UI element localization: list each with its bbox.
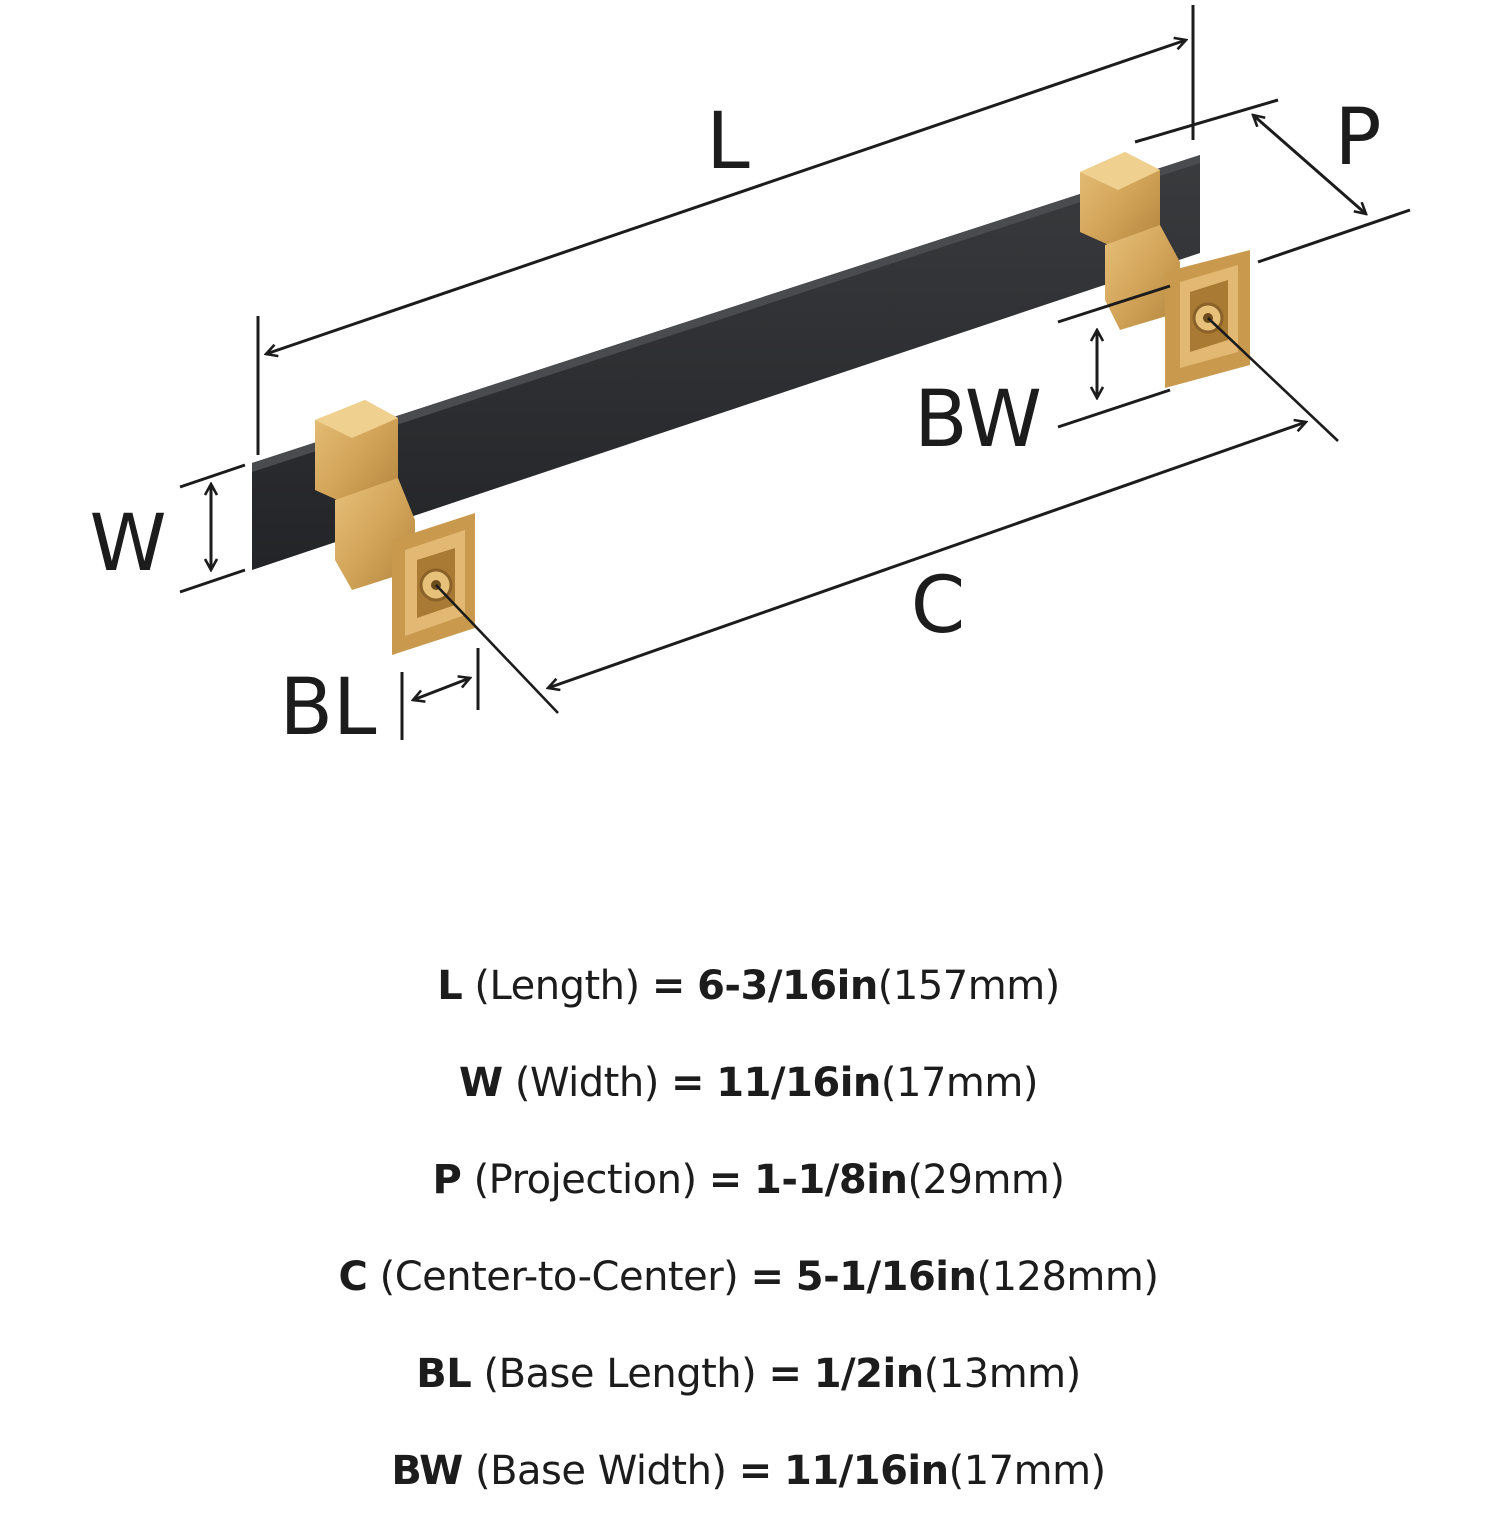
spec-value: 1/2in [813,1351,924,1397]
spec-name: (Width) [514,1060,659,1106]
dimension-lines [179,5,1411,740]
spec-name: (Length) [474,963,640,1009]
spec-eq: = [738,1448,773,1494]
spec-eq: = [671,1060,705,1106]
spec-value: 5-1/16in [795,1254,977,1300]
spec-eq: = [708,1157,743,1203]
spec-metric: (29mm) [907,1157,1065,1203]
spec-key: P [432,1157,462,1203]
spec-name: (Projection) [473,1157,698,1203]
spec-name: (Base Width) [474,1448,727,1494]
spec-key: L [437,963,463,1009]
spec-value: 11/16in [716,1060,881,1106]
spec-key: W [459,1060,503,1106]
spec-key: BL [416,1351,472,1397]
spec-row-width: W (Width) = 11/16in(17mm) [0,1035,1497,1132]
spec-name: (Center-to-Center) [379,1254,739,1300]
spec-eq: = [651,963,686,1009]
spec-eq: = [768,1351,802,1397]
spec-metric: (13mm) [923,1351,1082,1397]
label-BW: BW [914,375,1042,465]
label-BL: BL [280,663,378,753]
spec-metric: (17mm) [880,1060,1039,1106]
label-P: P [1334,93,1381,183]
spec-key: BW [391,1448,463,1494]
spec-value: 6-3/16in [697,963,878,1009]
spec-key: C [338,1254,368,1300]
left-post [315,400,475,655]
spec-row-base-width: BW (Base Width) = 11/16in(17mm) [0,1423,1497,1520]
spec-metric: (17mm) [948,1448,1107,1494]
label-L: L [706,97,750,187]
spec-value: 1-1/8in [754,1157,908,1203]
spec-row-projection: P (Projection) = 1-1/8in(29mm) [0,1132,1497,1229]
spec-metric: (157mm) [877,963,1061,1009]
spec-row-length: L (Length) = 6-3/16in(157mm) [0,938,1497,1035]
spec-row-base-length: BL (Base Length) = 1/2in(13mm) [0,1326,1497,1423]
spec-metric: (128mm) [976,1254,1159,1300]
label-W: W [89,499,166,589]
specification-list: L (Length) = 6-3/16in(157mm) W (Width) =… [0,938,1497,1520]
spec-eq: = [750,1254,785,1300]
label-C: C [911,561,965,651]
spec-value: 11/16in [783,1448,949,1494]
pull-dimension-diagram: L P BW W C BL [89,5,1411,753]
spec-name: (Base Length) [483,1351,757,1397]
spec-row-center-to-center: C (Center-to-Center) = 5-1/16in(128mm) [0,1229,1497,1326]
